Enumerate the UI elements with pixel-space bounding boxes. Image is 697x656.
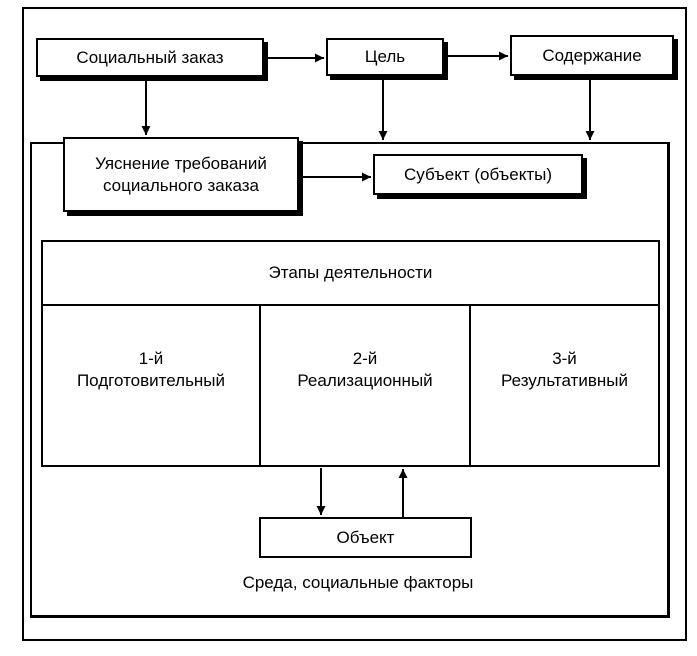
clarify-requirements-line2: социального заказа	[102, 175, 260, 195]
object-label: Объект	[336, 527, 395, 547]
stage-2-number: 2-й	[352, 349, 378, 369]
stages-header: Этапы деятельности	[43, 242, 658, 306]
outer-frame	[22, 7, 687, 641]
stage-1-name: Подготовительный	[76, 370, 226, 390]
social-order-box: Социальный заказ	[36, 38, 264, 77]
content-label: Содержание	[542, 45, 642, 65]
stage-3-name: Результативный	[501, 370, 628, 390]
object-box: Объект	[259, 517, 472, 558]
clarify-requirements-box: Уяснение требований социального заказа	[63, 137, 299, 212]
goal-label: Цель	[364, 47, 406, 67]
environment-label: Среда, социальные факторы	[242, 573, 474, 592]
stage-2-name: Реализационный	[297, 370, 433, 390]
content-box: Содержание	[510, 35, 674, 76]
stages-table: Этапы деятельности 1-й Подготовительный …	[41, 240, 660, 467]
stage-1-cell: 1-й Подготовительный	[43, 304, 261, 465]
stage-2-cell: 2-й Реализационный	[261, 304, 471, 465]
stage-3-number: 3-й	[552, 349, 577, 369]
goal-box: Цель	[326, 38, 444, 76]
clarify-requirements-line1: Уяснение требований	[95, 154, 267, 174]
stage-3-cell: 3-й Результативный	[471, 304, 658, 465]
subject-label: Субъект (объекты)	[403, 164, 553, 184]
social-order-label: Социальный заказ	[76, 47, 224, 67]
stage-1-number: 1-й	[138, 349, 164, 369]
environment-frame	[30, 142, 670, 618]
subject-box: Субъект (объекты)	[373, 154, 583, 195]
